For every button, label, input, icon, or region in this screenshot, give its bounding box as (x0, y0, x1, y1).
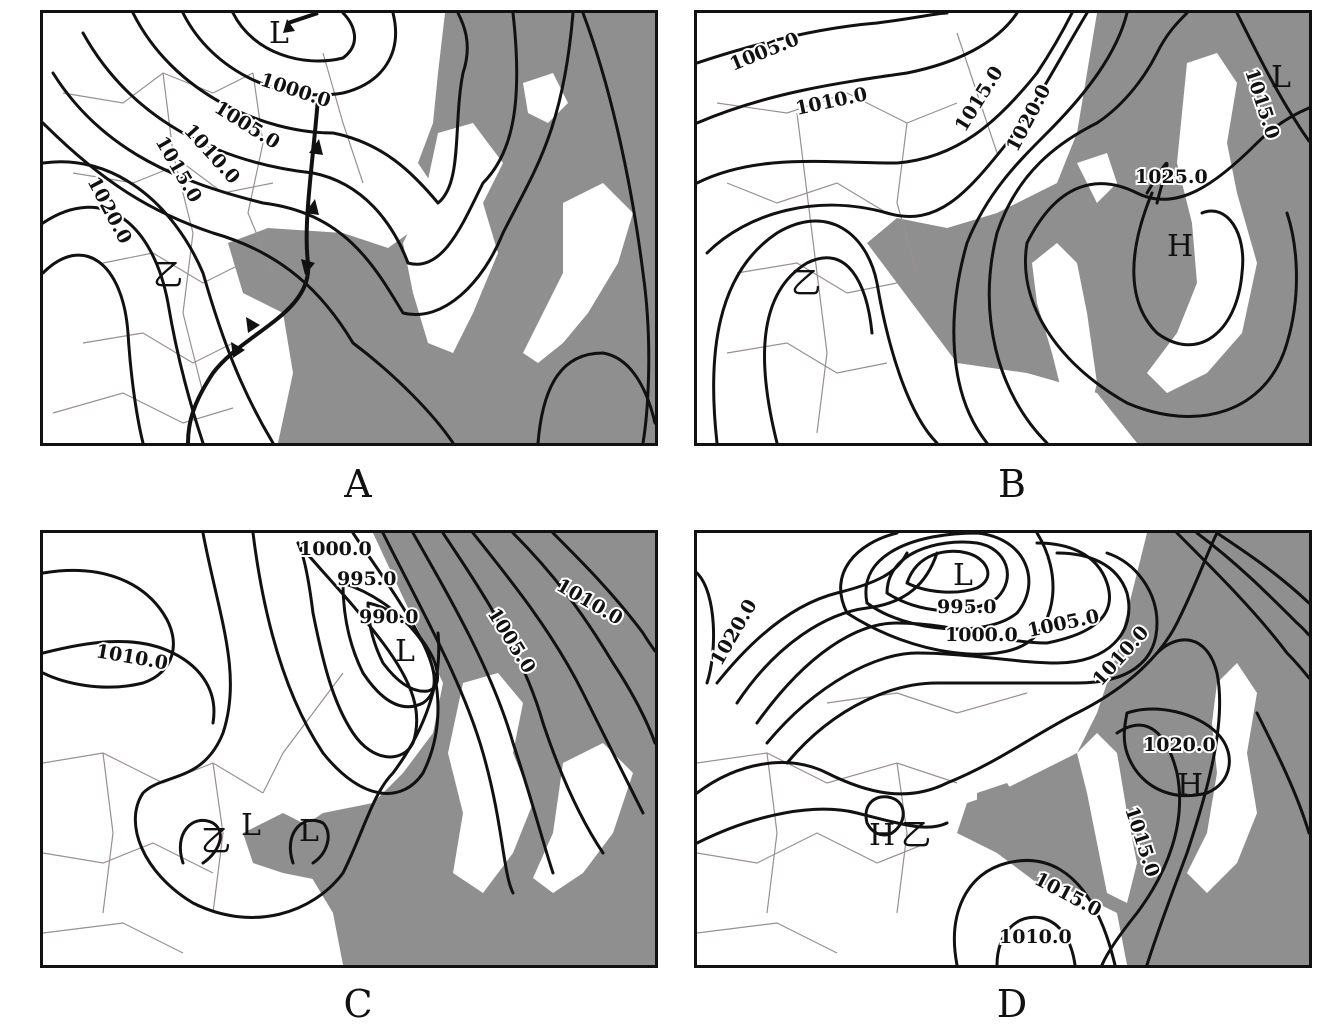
high-pressure-center: H (1167, 229, 1193, 264)
low-pressure-center: L (953, 558, 973, 593)
isobar-label: 1010.0 (94, 640, 169, 674)
isobar-label: 1005.0 (727, 28, 803, 76)
lake-area (243, 813, 373, 883)
isobar-label: 1010.0 (999, 926, 1072, 948)
place-marker: 乙 (201, 824, 231, 859)
map-d-canvas: 1020.0 995.0 1000.0 1005.0 1010.0 1020.0… (697, 533, 1309, 965)
sea-area (957, 533, 1309, 965)
low-pressure-center: L (299, 814, 319, 849)
isobar-label: 1020.0 (1002, 81, 1056, 156)
weather-map-d: 1020.0 995.0 1000.0 1005.0 1010.0 1020.0… (694, 530, 1312, 968)
place-marker: 乙 (153, 258, 183, 293)
panel-caption-d: D (996, 982, 1028, 1026)
low-pressure-center: L (395, 634, 415, 669)
panel-caption-c: C (343, 982, 373, 1026)
isobar-label: 1000.0 (257, 69, 333, 112)
land-island (1147, 53, 1257, 393)
land-island (1187, 663, 1257, 893)
high-pressure-center: H (1177, 768, 1203, 803)
map-c-canvas: 1000.0 995.0 990.0 1005.0 1010.0 1010.0 … (43, 533, 655, 965)
land-island-small (1077, 153, 1117, 203)
map-b-canvas: 1005.0 1010.0 1015.0 1020.0 1025.0 1015.… (697, 13, 1309, 443)
isobar-label: 1020.0 (1143, 734, 1216, 756)
place-marker: 乙 (901, 818, 931, 853)
isobar-label: 1020.0 (83, 173, 137, 248)
province-borders (716, 32, 998, 434)
high-pressure-center: H (869, 818, 895, 853)
isobars (697, 13, 1309, 443)
land-peninsula (1077, 733, 1137, 903)
isobars (43, 533, 655, 919)
isobar-label: 1025.0 (1135, 166, 1208, 188)
weather-map-b: 1005.0 1010.0 1015.0 1020.0 1025.0 1015.… (694, 10, 1312, 446)
isobar-label: 995.0 (337, 568, 397, 590)
isobar-label: 995.0 (937, 596, 997, 618)
panel-caption-a: A (344, 462, 372, 506)
place-marker: 乙 (791, 266, 821, 301)
isobar-label: 1015.0 (951, 62, 1008, 135)
isobars (43, 13, 655, 443)
land-island (523, 183, 633, 363)
low-pressure-center: L (1271, 60, 1291, 95)
isobars (697, 533, 1309, 965)
province-borders (697, 692, 1028, 954)
lake-area (977, 783, 1027, 833)
province-borders (43, 672, 344, 954)
weather-map-a: 1000.0 1005.0 1010.0 1015.0 1020.0 L 乙 (40, 10, 658, 446)
isobar-label: 1000.0 (299, 538, 372, 560)
panel-caption-b: B (998, 462, 1026, 506)
low-pressure-center: L (241, 808, 261, 843)
map-a-canvas: 1000.0 1005.0 1010.0 1015.0 1020.0 L 乙 (43, 13, 655, 443)
province-borders (52, 52, 364, 424)
land-peninsula (1032, 243, 1097, 423)
low-pressure-center: L (269, 16, 289, 51)
cold-front-line (186, 13, 320, 443)
isobar-label: 1000.0 (945, 624, 1018, 646)
weather-map-c: 1000.0 995.0 990.0 1005.0 1010.0 1010.0 … (40, 530, 658, 968)
isobar-label: 1005.0 (1025, 605, 1101, 642)
isobar-label: 990.0 (359, 606, 419, 628)
